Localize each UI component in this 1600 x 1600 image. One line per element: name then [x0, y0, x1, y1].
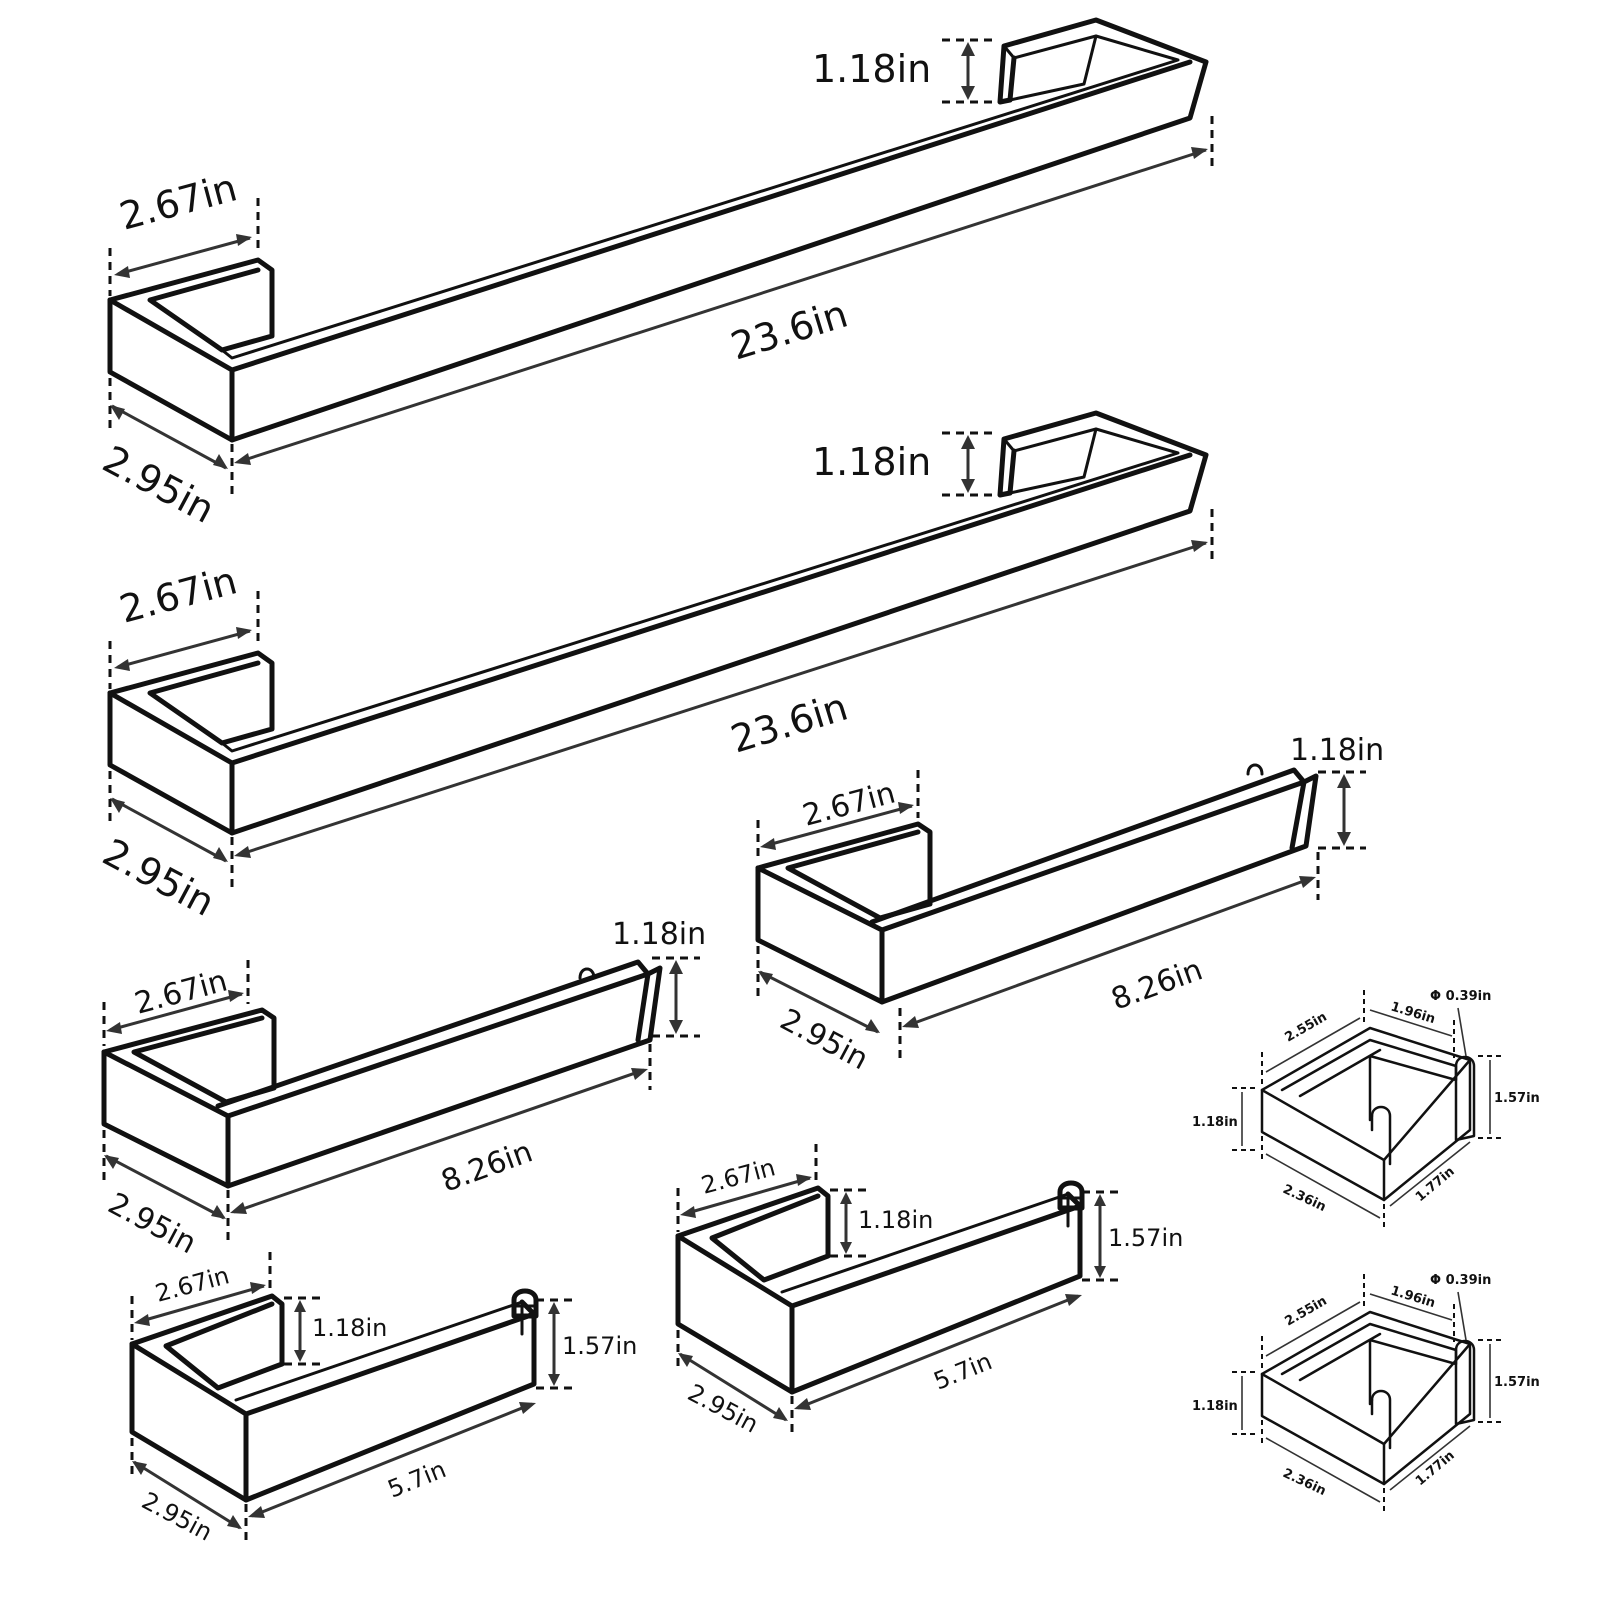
paper-holder-left-hook-height-label: 1.57in [562, 1332, 637, 1360]
towel-bar-1-post-height-label: 1.18in [812, 47, 931, 91]
paper-holder-right-depth-label: 2.95in [683, 1379, 763, 1439]
robe-hook-bottom-base-height-label: 1.18in [1192, 1399, 1238, 1414]
paper-holder-right-base-height-label: 1.18in [858, 1206, 933, 1234]
hand-towel-bar-right-height-label: 1.18in [1290, 733, 1384, 768]
robe-hook-top-dimensions: 2.55in 1.96in Φ 0.39in 1.57in 1.18in 2.3… [1192, 989, 1540, 1230]
paper-holder-right-dimensions: 2.67in 1.18in 1.57in 5.7in 2.95in [676, 1144, 1183, 1439]
robe-hook-bottom-diameter-label: Φ 0.39in [1430, 1273, 1491, 1288]
paper-holder-left: 2.67in 1.18in 1.57in 5.7in 2.95in [129, 1252, 637, 1547]
towel-bar-1-outline [107, 17, 1209, 443]
paper-holder-left-length-label: 5.7in [384, 1455, 450, 1503]
hand-towel-bar-right-length-label: 8.26in [1107, 952, 1207, 1017]
towel-bar-2-depth-label: 2.95in [96, 830, 222, 925]
hand-towel-bar-left-height-label: 1.18in [612, 917, 706, 952]
hand-towel-bar-right: 2.67in 1.18in 8.26in 2.95in [755, 733, 1384, 1077]
robe-hook-top-outline [1260, 1026, 1476, 1202]
robe-hook-top-height-label: 1.57in [1494, 1091, 1540, 1106]
hand-towel-bar-left-outline [101, 959, 663, 1189]
paper-holder-left-depth-label: 2.95in [137, 1487, 217, 1547]
robe-hook-bottom-base-width-label: 2.36in [1280, 1466, 1328, 1499]
paper-holder-right-hook-height-label: 1.57in [1108, 1224, 1183, 1252]
robe-hook-bottom: 2.55in 1.96in Φ 0.39in 1.57in 1.18in 2.3… [1192, 1273, 1540, 1514]
paper-holder-left-width-label: 2.67in [152, 1261, 232, 1308]
towel-bar-1-dimensions: 1.18in 2.67in 23.6in 2.95in [96, 38, 1214, 532]
towel-bar-1-depth-label: 2.95in [96, 437, 222, 532]
paper-holder-left-dimensions: 2.67in 1.18in 1.57in 5.7in 2.95in [130, 1252, 637, 1547]
paper-holder-right-width-label: 2.67in [698, 1153, 778, 1200]
robe-hook-bottom-height-label: 1.57in [1494, 1375, 1540, 1390]
towel-bar-2-outline [107, 410, 1209, 836]
paper-holder-right: 2.67in 1.18in 1.57in 5.7in 2.95in [675, 1144, 1183, 1439]
towel-bar-2-dimensions: 1.18in 2.67in 23.6in 2.95in [96, 431, 1214, 925]
robe-hook-bottom-outline [1260, 1310, 1476, 1486]
robe-hook-top-base-height-label: 1.18in [1192, 1115, 1238, 1130]
paper-holder-left-outline [129, 1288, 539, 1503]
towel-bar-1: 1.18in 2.67in 23.6in 2.95in [96, 17, 1214, 532]
towel-bar-1-post-width-label: 2.67in [115, 165, 242, 238]
towel-bar-2-length-label: 23.6in [726, 685, 853, 762]
hand-towel-bar-left-length-label: 8.26in [437, 1134, 537, 1199]
hand-towel-bar-right-depth-label: 2.95in [774, 1002, 874, 1077]
towel-bar-2-post-width-label: 2.67in [115, 558, 242, 631]
robe-hook-bottom-dimensions: 2.55in 1.96in Φ 0.39in 1.57in 1.18in 2.3… [1192, 1273, 1540, 1514]
towel-bar-1-length-label: 23.6in [726, 292, 853, 369]
robe-hook-top: 2.55in 1.96in Φ 0.39in 1.57in 1.18in 2.3… [1192, 989, 1540, 1230]
robe-hook-top-base-width-label: 2.36in [1280, 1182, 1328, 1215]
towel-bar-2-post-height-label: 1.18in [812, 440, 931, 484]
robe-hook-top-diameter-label: Φ 0.39in [1430, 989, 1491, 1004]
hand-towel-bar-right-outline [755, 763, 1319, 1005]
hand-towel-bar-left: 2.67in 1.18in 8.26in 2.95in [101, 917, 706, 1261]
paper-holder-left-base-height-label: 1.18in [312, 1314, 387, 1342]
hand-towel-bar-left-width-label: 2.67in [131, 964, 231, 1022]
hand-towel-bar-right-width-label: 2.67in [799, 776, 899, 834]
paper-holder-right-outline [675, 1180, 1085, 1395]
towel-bar-2: 1.18in 2.67in 23.6in 2.95in [96, 410, 1214, 925]
paper-holder-right-length-label: 5.7in [930, 1347, 996, 1395]
